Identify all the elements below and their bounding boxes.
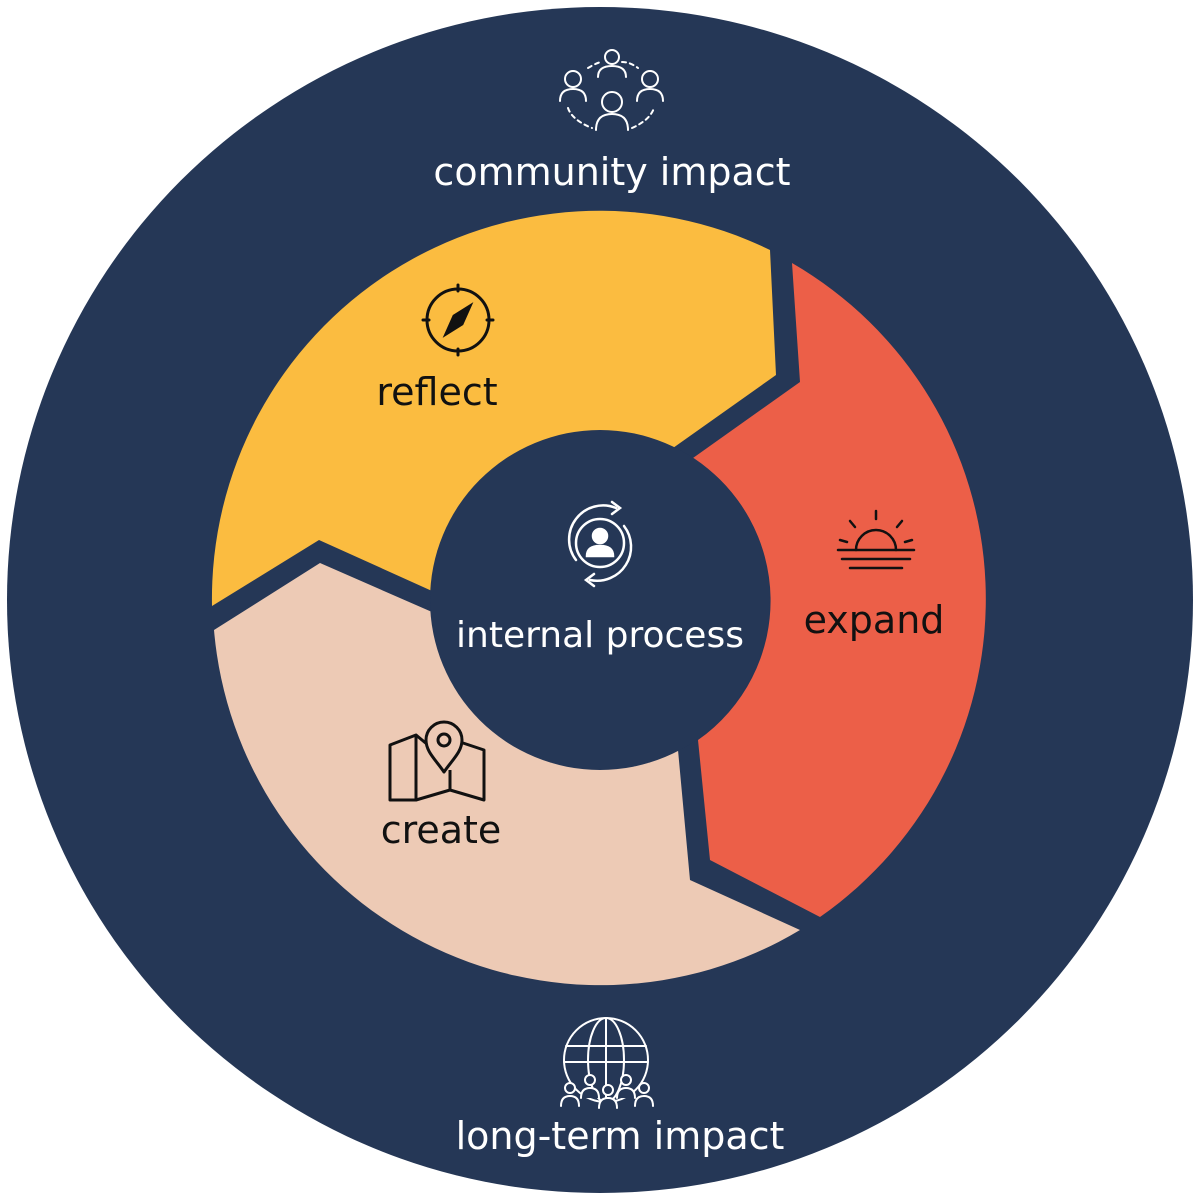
community-impact-label: community impact (433, 150, 791, 194)
internal-process-label: internal process (456, 615, 744, 656)
segment-create (214, 563, 800, 986)
segment-reflect (211, 210, 776, 606)
center-circle (430, 430, 770, 770)
map-pin-icon (388, 720, 486, 802)
create-label: create (380, 808, 502, 852)
person-cycle-icon (567, 500, 633, 588)
reflect-label: reflect (376, 370, 498, 414)
globe-people-icon (560, 1017, 654, 1109)
compass-icon (421, 283, 495, 357)
segment-expand (693, 263, 986, 917)
expand-label: expand (803, 598, 945, 642)
community-network-icon (559, 49, 664, 131)
sunset-icon (836, 509, 916, 570)
long-term-impact-label: long-term impact (455, 1114, 785, 1158)
